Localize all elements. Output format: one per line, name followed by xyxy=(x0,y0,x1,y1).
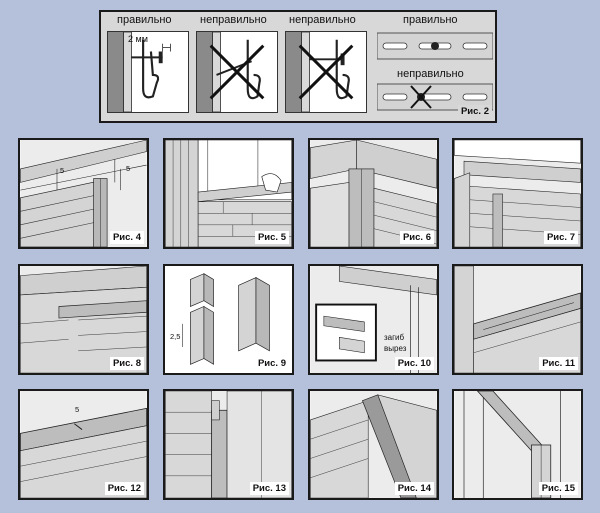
fig2-caption-3: неправильно xyxy=(289,14,356,26)
fig8-label: Рис. 8 xyxy=(109,357,144,370)
fig11-label: Рис. 11 xyxy=(539,357,578,370)
fig14-label: Рис. 14 xyxy=(394,482,434,495)
figure-2: 2 мм правильно неправильно неправильно п… xyxy=(99,10,497,123)
fig15-label: Рис. 15 xyxy=(538,482,578,495)
figure-8: Рис. 8 xyxy=(18,264,149,375)
fig7-label: Рис. 7 xyxy=(543,231,578,244)
figure-4: 5 5 Рис. 4 xyxy=(18,138,149,249)
fig9-dim: 2,5 xyxy=(170,332,181,341)
fig2-label: Рис. 2 xyxy=(457,105,492,118)
fig2-caption-5: неправильно xyxy=(397,68,464,80)
fig12-dim: 5 xyxy=(75,405,80,414)
figure-11: Рис. 11 xyxy=(452,264,583,375)
fig2-caption-1: правильно xyxy=(117,14,172,26)
fig6-label: Рис. 6 xyxy=(399,231,434,244)
fig2-gap-label: 2 мм xyxy=(128,34,148,44)
fig12-label: Рис. 12 xyxy=(104,482,144,495)
fig4-dim-a: 5 xyxy=(60,166,65,175)
fig9-label: Рис. 9 xyxy=(254,357,289,370)
figure-12: 5 Рис. 12 xyxy=(18,389,149,500)
fig2-strip-correct xyxy=(377,31,493,61)
fig10-cut-label: вырез xyxy=(384,344,407,353)
fig2-strip-wrong xyxy=(377,82,493,112)
fig4-label: Рис. 4 xyxy=(109,231,144,244)
figure-15: Рис. 15 xyxy=(452,389,583,500)
fig4-dim-b: 5 xyxy=(126,164,131,173)
fig2-panel-wrong-2 xyxy=(285,31,367,113)
fig2-panel-wrong-1 xyxy=(196,31,278,113)
fig2-caption-2: неправильно xyxy=(200,14,267,26)
figure-10: загиб вырез Рис. 10 xyxy=(308,264,439,375)
figure-13: Рис. 13 xyxy=(163,389,294,500)
figure-14: Рис. 14 xyxy=(308,389,439,500)
fig5-label: Рис. 5 xyxy=(254,231,289,244)
figure-5: Рис. 5 xyxy=(163,138,294,249)
figure-9: 2,5 Рис. 9 xyxy=(163,264,294,375)
fig10-label: Рис. 10 xyxy=(394,357,434,370)
figure-6: Рис. 6 xyxy=(308,138,439,249)
fig10-bend-label: загиб xyxy=(384,333,405,342)
fig2-panel-correct-nail: 2 мм xyxy=(107,31,189,113)
figure-7: Рис. 7 xyxy=(452,138,583,249)
fig2-caption-4: правильно xyxy=(403,14,458,26)
fig13-label: Рис. 13 xyxy=(249,482,289,495)
